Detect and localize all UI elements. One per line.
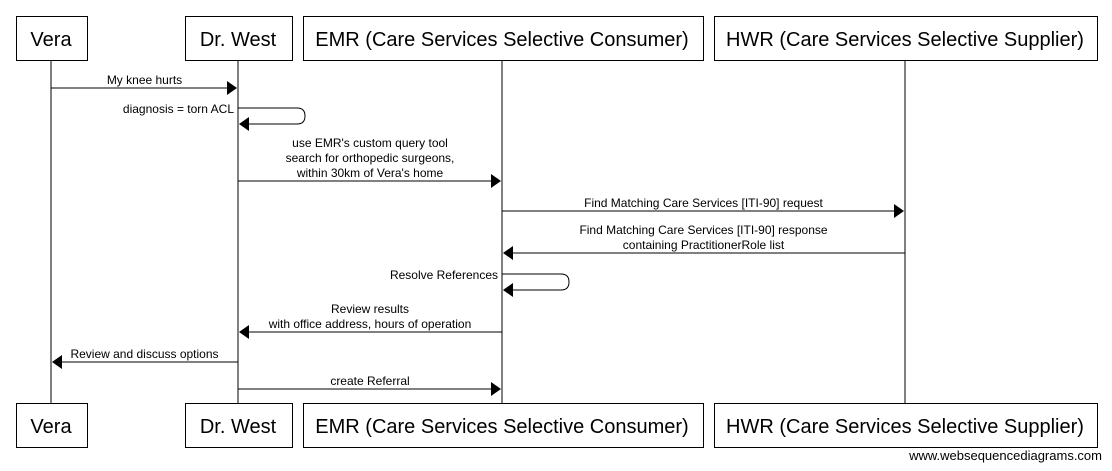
participant-label: Vera	[30, 416, 72, 438]
participant-west-bottom: Dr. West	[185, 403, 293, 448]
participant-box	[714, 403, 1098, 448]
participant-label: HWR (Care Services Selective Supplier)	[726, 29, 1084, 51]
message-label: Resolve References	[390, 268, 498, 282]
arrow-head	[239, 325, 249, 339]
message-label: with office address, hours of operation	[268, 317, 472, 331]
arrow-head	[503, 283, 513, 297]
participant-box	[303, 16, 704, 61]
participant-label: Dr. West	[200, 416, 277, 438]
participant-box	[303, 403, 704, 448]
participant-west-top: Dr. West	[185, 16, 293, 61]
message-6: Resolve References	[390, 268, 570, 297]
message-2: diagnosis = torn ACL	[123, 102, 306, 131]
participant-label: Vera	[30, 29, 72, 51]
message-label: My knee hurts	[107, 73, 182, 87]
arrow-head	[52, 355, 62, 369]
participant-box	[16, 403, 88, 448]
arrow-head	[491, 382, 501, 396]
participant-box	[714, 16, 1098, 61]
message-1: My knee hurts	[51, 73, 237, 95]
arrow-head	[503, 246, 513, 260]
message-label: containing PractitionerRole list	[623, 238, 785, 252]
participant-box	[185, 403, 293, 448]
participant-vera-top: Vera	[16, 16, 88, 61]
message-label: use EMR's custom query tool	[292, 136, 448, 150]
message-label: Review results	[331, 302, 409, 316]
message-label: within 30km of Vera's home	[296, 166, 444, 180]
message-label: Review and discuss options	[70, 347, 218, 361]
participant-vera-bottom: Vera	[16, 403, 88, 448]
message-4: Find Matching Care Services [ITI-90] req…	[502, 196, 904, 218]
participant-box	[185, 16, 293, 61]
participant-label: EMR (Care Services Selective Consumer)	[315, 416, 688, 438]
participant-label: EMR (Care Services Selective Consumer)	[315, 29, 688, 51]
participant-hwr-top: HWR (Care Services Selective Supplier)	[714, 16, 1098, 61]
message-label: create Referral	[330, 374, 409, 388]
message-9: create Referral	[238, 374, 501, 396]
participant-emr-top: EMR (Care Services Selective Consumer)	[303, 16, 704, 61]
arrow-head	[227, 81, 237, 95]
arrow-head	[491, 174, 501, 188]
arrow-head	[239, 117, 249, 131]
message-8: Review and discuss options	[52, 347, 238, 369]
participant-emr-bottom: EMR (Care Services Selective Consumer)	[303, 403, 704, 448]
message-label: search for orthopedic surgeons,	[286, 151, 455, 165]
watermark-text: www.websequencediagrams.com	[908, 448, 1102, 463]
message-5: Find Matching Care Services [ITI-90] res…	[503, 223, 905, 260]
participant-label: Dr. West	[200, 29, 277, 51]
message-label: Find Matching Care Services [ITI-90] res…	[579, 223, 827, 237]
self-message-line	[502, 273, 570, 291]
arrow-head	[894, 204, 904, 218]
participant-label: HWR (Care Services Selective Supplier)	[726, 416, 1084, 438]
self-message-line	[238, 107, 306, 125]
participant-hwr-bottom: HWR (Care Services Selective Supplier)	[714, 403, 1098, 448]
participant-box	[16, 16, 88, 61]
message-label: diagnosis = torn ACL	[123, 102, 234, 116]
message-label: Find Matching Care Services [ITI-90] req…	[584, 196, 823, 210]
